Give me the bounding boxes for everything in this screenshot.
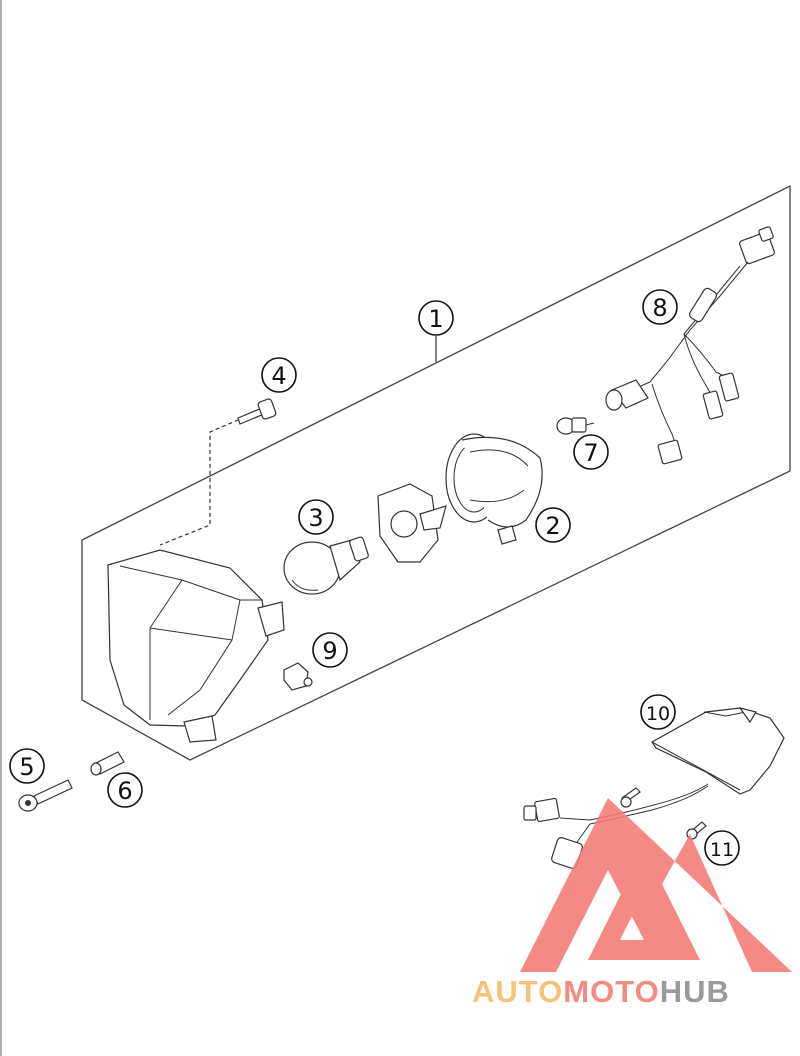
assembly-outline xyxy=(81,184,791,761)
svg-text:7: 7 xyxy=(583,439,598,467)
callout-6: 6 xyxy=(107,772,143,808)
svg-text:1: 1 xyxy=(428,305,443,333)
socket-part-9 xyxy=(283,662,313,691)
watermark-text-hub: HUB xyxy=(660,974,730,1009)
svg-text:8: 8 xyxy=(652,294,667,322)
callout-7: 7 xyxy=(573,434,609,470)
callout-11: 11 xyxy=(704,830,740,866)
spacer-part-6 xyxy=(90,751,125,776)
watermark-text-moto: MOTO xyxy=(563,974,659,1009)
svg-text:10: 10 xyxy=(646,703,670,725)
bolt-part-5 xyxy=(18,779,73,812)
svg-text:4: 4 xyxy=(271,362,286,390)
svg-text:2: 2 xyxy=(545,512,560,540)
watermark-text-auto: AUTO xyxy=(472,974,563,1009)
tail-light-part-10 xyxy=(651,707,785,795)
bulb-part-3 xyxy=(283,536,369,595)
wiring-harness-part-8 xyxy=(605,226,775,465)
callout-1: 1 xyxy=(418,300,454,336)
callout-3: 3 xyxy=(298,499,334,535)
leader-dashed-4 xyxy=(159,416,246,546)
svg-text:6: 6 xyxy=(117,777,132,805)
headlight-housing xyxy=(107,549,285,743)
svg-text:3: 3 xyxy=(308,504,323,532)
callout-5: 5 xyxy=(9,748,45,784)
bulb-holder-plate xyxy=(377,483,447,563)
svg-text:5: 5 xyxy=(19,753,34,781)
small-bulb-part-7 xyxy=(556,417,595,435)
rubber-boot-part-2 xyxy=(445,433,543,545)
watermark-text: AUTOMOTOHUB xyxy=(472,974,730,1009)
callout-4: 4 xyxy=(261,357,297,393)
svg-text:9: 9 xyxy=(322,637,337,665)
callout-9: 9 xyxy=(312,632,348,668)
callout-8: 8 xyxy=(642,289,678,325)
watermark-logo xyxy=(520,798,792,972)
svg-text:11: 11 xyxy=(710,839,734,861)
screw-part-4 xyxy=(237,398,277,425)
callout-10: 10 xyxy=(640,694,676,730)
callout-2: 2 xyxy=(535,507,571,543)
